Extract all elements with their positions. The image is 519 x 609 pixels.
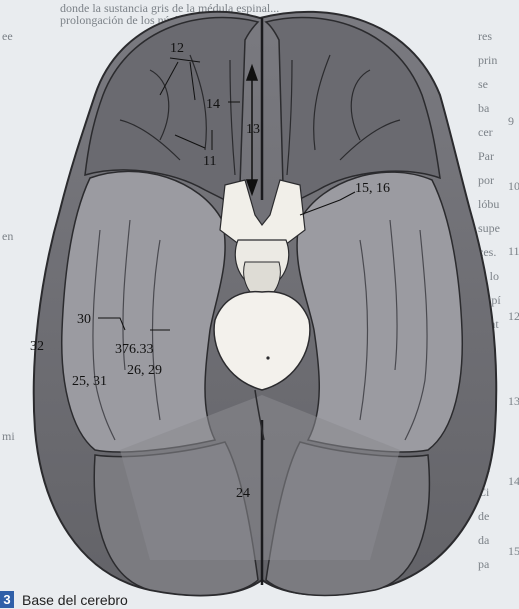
figure-number-badge: 3 — [0, 591, 14, 608]
label-14: 14 — [206, 97, 220, 112]
label-15-16: 15, 16 — [355, 181, 390, 196]
label-13: 13 — [246, 122, 260, 137]
label-30: 30 — [77, 312, 91, 327]
label-26-29: 26, 29 — [127, 363, 162, 378]
right-temporal-lobe — [297, 172, 462, 452]
label-11: 11 — [203, 154, 216, 169]
label-24: 24 — [236, 486, 250, 501]
label-12: 12 — [170, 41, 184, 56]
label-376-33: 376.33 — [115, 342, 154, 357]
label-25-31: 25, 31 — [72, 374, 107, 389]
figure-caption: 3 Base del cerebro — [0, 590, 519, 609]
medulla-dot — [266, 356, 269, 359]
label-32: 32 — [30, 339, 44, 354]
figure-title: Base del cerebro — [22, 592, 128, 608]
